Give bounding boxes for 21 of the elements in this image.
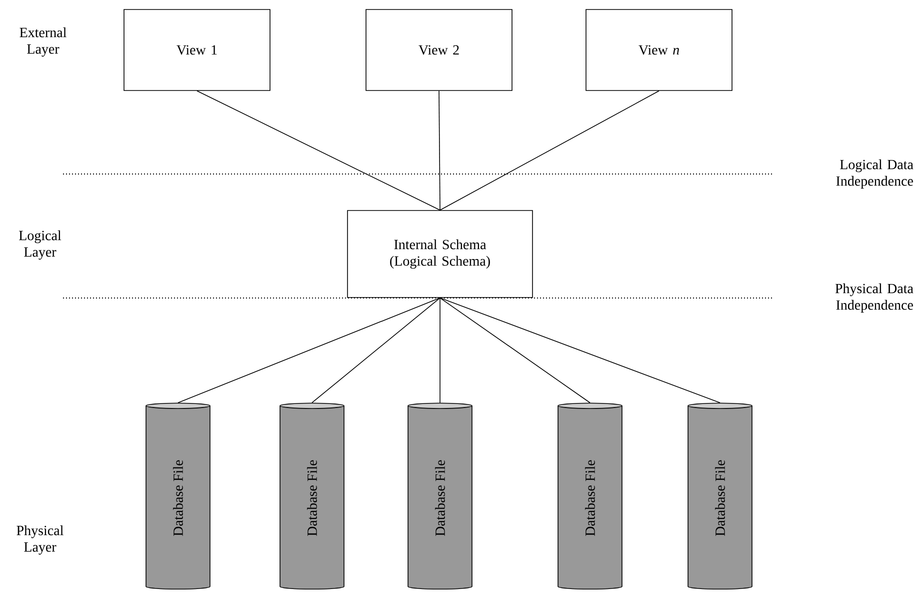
database-cylinder: Database File (558, 402, 622, 590)
layer-label: Logical Data Independence (836, 159, 914, 189)
layer-label: Logical Layer (19, 230, 62, 260)
database-cylinder: Database File (146, 402, 210, 590)
schema-box: Internal Schema (Logical Schema) (347, 210, 533, 298)
database-cylinder: Database File (408, 402, 472, 590)
view-box: View 1 (124, 9, 270, 91)
view-box: View 2 (366, 9, 512, 91)
connector-line (440, 90, 660, 210)
connector-line (440, 298, 590, 404)
layer-label: Physical Data Independence (835, 283, 914, 313)
connector-line (440, 298, 720, 404)
layer-label: External Layer (20, 27, 66, 57)
connector-line (312, 298, 440, 404)
database-cylinder: Database File (280, 402, 344, 590)
database-cylinder: Database File (688, 402, 752, 590)
connector-line (196, 90, 440, 210)
connector-line (438, 90, 440, 210)
connector-line (178, 298, 440, 404)
layer-label: Physical Layer (16, 525, 64, 555)
view-box: View n (586, 9, 732, 91)
